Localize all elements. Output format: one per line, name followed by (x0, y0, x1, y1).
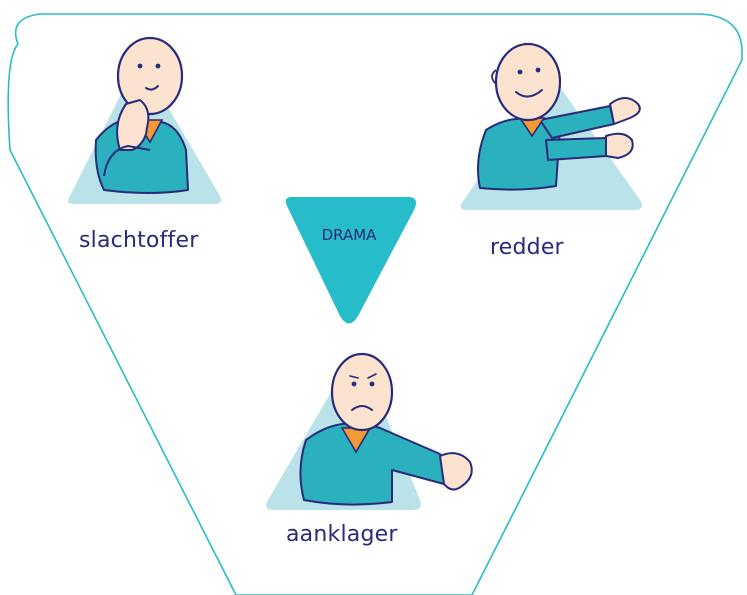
role-label-victim: slachtoffer (79, 228, 199, 253)
role-label-persecutor: aanklager (286, 522, 398, 547)
victim-figure (67, 36, 222, 204)
persecutor-figure (266, 352, 473, 510)
outer-triangle-outline (7, 13, 743, 595)
rescuer-figure (460, 42, 642, 210)
drama-center-triangle (285, 197, 416, 324)
role-label-rescuer: redder (490, 235, 564, 260)
drama-label: DRAMA (321, 226, 377, 244)
